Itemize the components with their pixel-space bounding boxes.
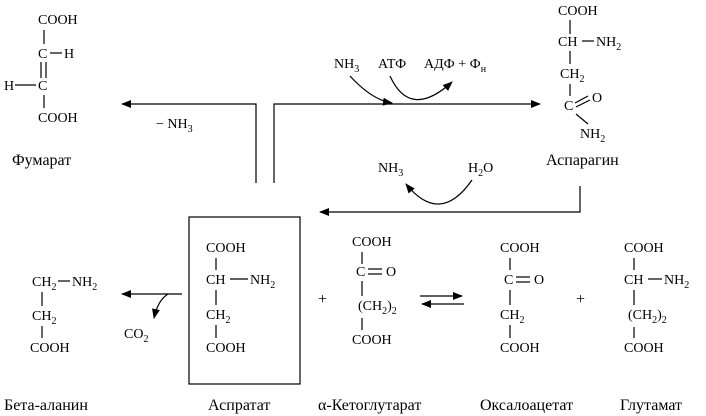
- h-text: H: [4, 79, 14, 94]
- fumarate-structure: COOH C H H C COOH: [4, 13, 78, 126]
- cooh-text: COOH: [624, 241, 664, 256]
- ch-text: CH: [624, 273, 643, 288]
- cooh-text: COOH: [352, 235, 392, 250]
- label-beta-alanine: Бета-аланин: [4, 397, 88, 414]
- label-asparagine: Аспарагин: [546, 152, 619, 169]
- adf-fn-text: АДФ + Фн: [424, 57, 487, 75]
- cooh-text: COOH: [30, 341, 70, 356]
- c-text: C: [564, 99, 573, 114]
- cooh-text: COOH: [38, 111, 78, 126]
- ch2-text: CH2: [206, 308, 230, 326]
- cooh-text: COOH: [500, 241, 540, 256]
- curved-arrow-co2: [152, 293, 169, 319]
- cooh-text: COOH: [558, 4, 598, 19]
- arrow-to-fumarate: [121, 100, 257, 183]
- ch2-paren-text: (CH2)2: [358, 299, 397, 317]
- asparagine-structure: COOH CH NH2 CH2 C O NH2: [558, 4, 621, 145]
- c-text: C: [504, 273, 513, 288]
- plus-sign: +: [318, 291, 327, 308]
- ch2-text: CH2: [500, 308, 524, 326]
- nh3-text: NH3: [378, 161, 403, 179]
- ch-text: CH: [558, 35, 577, 50]
- nh3-text: NH3: [334, 57, 359, 75]
- c-text: C: [38, 47, 47, 62]
- bond: [575, 113, 589, 125]
- nh2-text: NH2: [250, 273, 275, 291]
- ch-text: CH: [206, 273, 225, 288]
- curved-arrow-hydrolysis: [405, 179, 473, 205]
- cooh-text: COOH: [206, 341, 246, 356]
- nh2-text: NH2: [596, 35, 621, 53]
- cooh-text: COOH: [38, 13, 78, 28]
- aspartate-structure: COOH CH NH2 CH2 COOH: [206, 241, 275, 356]
- label-ketoglutarate: α-Кетоглутарат: [318, 397, 421, 414]
- nh2-text: NH2: [664, 273, 689, 291]
- arrow-to-asparagine: [273, 100, 541, 183]
- minus-nh3-text: − NH3: [156, 117, 193, 135]
- double-bond: [574, 95, 589, 104]
- plus-sign: +: [576, 291, 585, 308]
- o-text: O: [592, 91, 602, 106]
- cooh-text: COOH: [500, 341, 540, 356]
- alpha-ketoglutarate-structure: COOH C O (CH2)2 COOH: [352, 235, 397, 348]
- oxaloacetate-structure: COOH C O CH2 COOH: [500, 241, 544, 356]
- ch2-text: CH2: [560, 67, 584, 85]
- c-text: C: [38, 79, 47, 94]
- ch2-paren-text: (CH2)2: [628, 308, 667, 326]
- h-text: H: [64, 47, 74, 62]
- cooh-text: COOH: [206, 241, 246, 256]
- o-text: O: [386, 265, 396, 280]
- o-text: O: [534, 273, 544, 288]
- curved-arrow-nh3-in: [349, 75, 393, 106]
- label-glutamate: Глутамат: [620, 397, 682, 414]
- ch2-text: CH2: [32, 275, 56, 293]
- nh2-text: NH2: [72, 275, 97, 293]
- ch2-text: CH2: [32, 309, 56, 327]
- arrow-asparagine-to-aspartate: [319, 186, 581, 216]
- aspartate-box: [188, 216, 301, 385]
- c-text: C: [356, 265, 365, 280]
- label-fumarate: Фумарат: [12, 152, 71, 169]
- label-oxaloacetate: Оксалоацетат: [480, 397, 573, 414]
- cooh-text: COOH: [624, 341, 664, 356]
- nh2-text: NH2: [580, 127, 605, 145]
- double-bond: [575, 99, 591, 108]
- glutamate-structure: COOH CH NH2 (CH2)2 COOH: [624, 241, 689, 356]
- h2o-text: H2O: [468, 161, 493, 179]
- label-aspartate: Аспратат: [208, 397, 270, 414]
- beta-alanine-structure: CH2 NH2 CH2 COOH: [30, 275, 97, 356]
- cooh-text: COOH: [352, 333, 392, 348]
- curved-arrow-adf-out: [389, 75, 453, 101]
- co2-text: CO2: [124, 327, 148, 345]
- atf-text: АТФ: [378, 57, 406, 72]
